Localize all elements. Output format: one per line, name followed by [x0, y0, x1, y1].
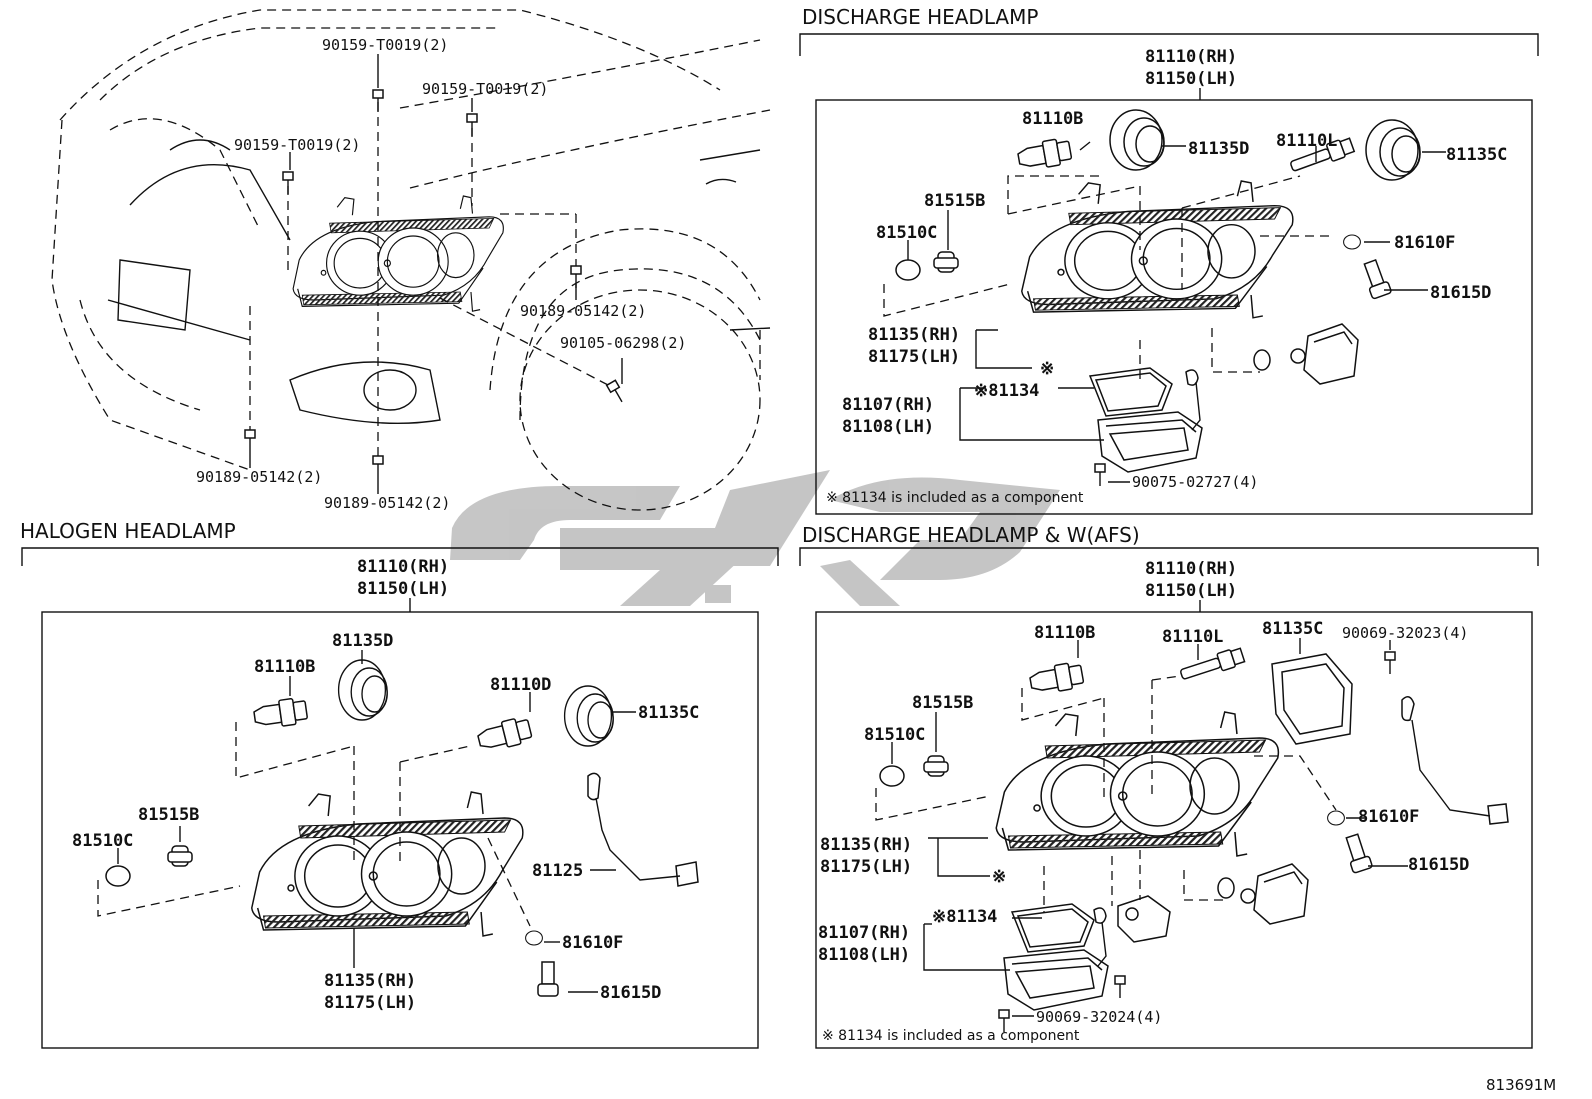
callout-a-screw1: 90069-32023(4) [1342, 624, 1468, 642]
callout-a-81610f: 81610F [1358, 807, 1419, 827]
halogen-parts [97, 650, 699, 997]
callout-d-81135c: 81135C [1446, 145, 1507, 165]
diagram-code: 813691M [1486, 1076, 1556, 1094]
callout-d-81135d: 81135D [1188, 139, 1249, 159]
callout-d-81108lh: 81108(LH) [842, 417, 934, 437]
callout-d-81175lh: 81175(LH) [868, 347, 960, 367]
callout-d-81110b: 81110B [1022, 109, 1083, 129]
callout-h-81615d: 81615D [600, 983, 661, 1003]
callout-a-81510c: 81510C [864, 725, 925, 745]
discharge-parts [883, 109, 1446, 487]
discharge-note: ※ 81134 is included as a component [826, 490, 1084, 506]
discharge-frame [815, 99, 1533, 515]
callout-d-81134: ※81134 [974, 381, 1039, 401]
callout-a-81134: ※81134 [932, 907, 997, 927]
callout-a-81110b: 81110B [1034, 623, 1095, 643]
assy-rh-afs: 81110(RH) [1145, 559, 1237, 579]
callout-a-mark: ※ [992, 867, 1006, 887]
vehicle-front-view [51, 9, 771, 511]
callout-a-81107rh: 81107(RH) [818, 923, 910, 943]
callout-v4: 90189-05142(2) [520, 302, 646, 320]
callout-h-81135c: 81135C [638, 703, 699, 723]
afs-note: ※ 81134 is included as a component [822, 1028, 1080, 1044]
assy-rh-halogen: 81110(RH) [357, 557, 449, 577]
assy-rh-discharge: 81110(RH) [1145, 47, 1237, 67]
callout-h-81135rh: 81135(RH) [324, 971, 416, 991]
callout-d-81107rh: 81107(RH) [842, 395, 934, 415]
callout-h-81110b: 81110B [254, 657, 315, 677]
callout-a-81515b: 81515B [912, 693, 973, 713]
callout-h-81125: 81125 [532, 861, 583, 881]
callout-h-81110d: 81110D [490, 675, 551, 695]
callout-d-81610f: 81610F [1394, 233, 1455, 253]
assy-lh-discharge: 81150(LH) [1145, 69, 1237, 89]
callout-v5: 90105-06298(2) [560, 334, 686, 352]
callout-a-81615d: 81615D [1408, 855, 1469, 875]
callout-h-81135d: 81135D [332, 631, 393, 651]
callout-h-81175lh: 81175(LH) [324, 993, 416, 1013]
halogen-frame [41, 611, 759, 1049]
callout-v6: 90189-05142(2) [196, 468, 322, 486]
callout-a-81135rh: 81135(RH) [820, 835, 912, 855]
callout-v2: 90159-T0019(2) [422, 80, 548, 98]
callout-d-81510c: 81510C [876, 223, 937, 243]
callout-a-81108lh: 81108(LH) [818, 945, 910, 965]
callout-v1: 90159-T0019(2) [322, 36, 448, 54]
section-title-discharge: DISCHARGE HEADLAMP [802, 5, 1038, 29]
assy-lh-halogen: 81150(LH) [357, 579, 449, 599]
callout-h-81510c: 81510C [72, 831, 133, 851]
callout-a-81135c: 81135C [1262, 619, 1323, 639]
section-title-halogen: HALOGEN HEADLAMP [20, 519, 236, 543]
callout-d-81615d: 81615D [1430, 283, 1491, 303]
watermark-logo [450, 470, 1060, 606]
callout-d-81110l: 81110L [1276, 131, 1337, 151]
callout-v7: 90189-05142(2) [324, 494, 450, 512]
afs-frame [815, 611, 1533, 1049]
callout-v3: 90159-T0019(2) [234, 136, 360, 154]
callout-a-screw2: 90069-32024(4) [1036, 1008, 1162, 1026]
callout-d-screw: 90075-02727(4) [1132, 473, 1258, 491]
callout-a-81110l: 81110L [1162, 627, 1223, 647]
callout-d-81135rh: 81135(RH) [868, 325, 960, 345]
callout-h-81515b: 81515B [138, 805, 199, 825]
callout-h-81610f: 81610F [562, 933, 623, 953]
callout-d-mark: ※ [1040, 359, 1054, 379]
callout-a-81175lh: 81175(LH) [820, 857, 912, 877]
callout-d-81515b: 81515B [924, 191, 985, 211]
afs-parts [875, 638, 1509, 1033]
assy-lh-afs: 81150(LH) [1145, 581, 1237, 601]
section-title-afs: DISCHARGE HEADLAMP & W(AFS) [802, 523, 1140, 547]
